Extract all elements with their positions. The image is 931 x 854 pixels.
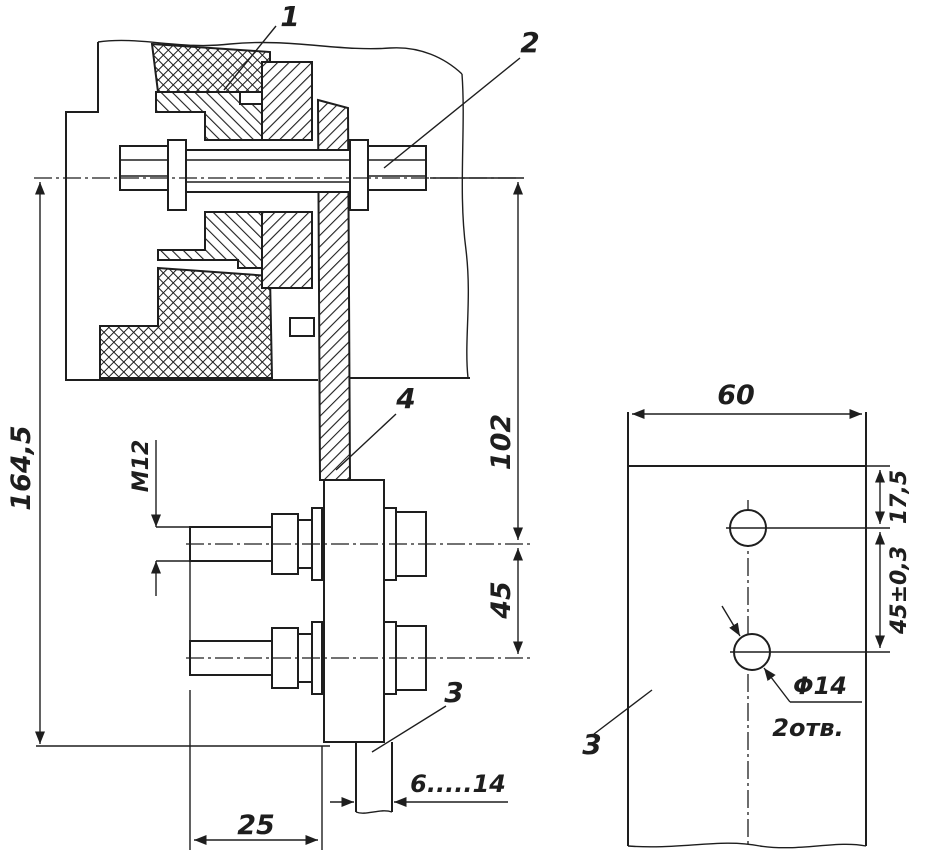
frame-outline	[65, 42, 318, 381]
dimension-hole-spacing: 45±0,3	[887, 546, 912, 635]
dimension-hole-diameter: Φ14	[793, 672, 847, 700]
dimension-hole-count: 2отв.	[772, 714, 843, 742]
dimension-bolt-spacing: 45	[486, 581, 517, 620]
bus-bar	[323, 479, 385, 743]
callout-part-2: 2	[520, 26, 539, 59]
hole-callout-leader	[763, 667, 791, 703]
holder-upper-left	[155, 91, 263, 141]
main-view-callouts: 1 2 4 3	[223, 0, 540, 753]
callout-part-4: 4	[395, 382, 415, 415]
dimension-top-offset: 17,5	[887, 470, 912, 524]
frame-top-break-line	[97, 39, 463, 75]
holder-lower-right	[261, 211, 313, 289]
callout-part-3-main: 3	[444, 676, 463, 709]
dimension-bolt-projection: 25	[237, 810, 275, 841]
bus-bar-detail-view: 60 17,5 45±0,3 Φ14 2отв. 3	[582, 380, 912, 849]
clamp-bolt-upper	[119, 139, 427, 211]
callout-part-1: 1	[280, 0, 299, 33]
dimension-plate-width: 60	[717, 380, 755, 411]
bus-bar-break-line	[355, 810, 393, 814]
bus-bar-extension	[355, 742, 393, 812]
dimension-thickness-range: 6.....14	[410, 770, 506, 798]
holder-lower-left	[157, 211, 263, 269]
main-view-dimensions: 164,5 102 45 M12 25 6.....14	[6, 177, 524, 850]
dimension-upper-span: 102	[486, 414, 517, 470]
dimension-overall-height: 164,5	[6, 425, 37, 510]
assembly-section-view	[34, 39, 530, 814]
dimension-thread: M12	[129, 440, 154, 493]
holder-slot	[289, 317, 315, 337]
frame-right-break-line	[461, 73, 469, 379]
insulator-block-upper	[150, 42, 271, 93]
detail-plate-outline	[627, 412, 867, 846]
detail-plate-break-line	[627, 842, 867, 849]
holder-upper-right	[261, 61, 313, 141]
callout-part-3-detail: 3	[582, 728, 601, 761]
insulator-block-lower	[99, 266, 274, 379]
